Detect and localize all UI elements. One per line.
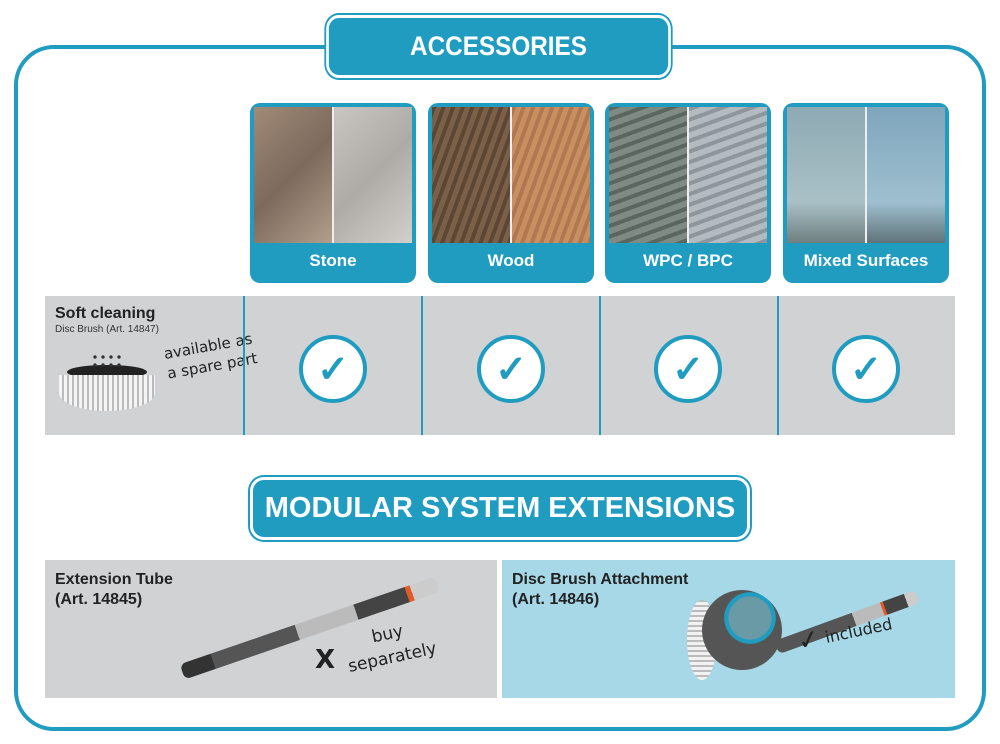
stone-image <box>254 107 412 243</box>
soft-cleaning-title: Soft cleaning <box>55 305 156 322</box>
mixed-image <box>787 107 945 243</box>
surface-label: Mixed Surfaces <box>803 251 929 270</box>
divider <box>599 296 601 435</box>
divider <box>243 296 245 435</box>
modular-title: MODULAR SYSTEM EXTENSIONS <box>250 477 750 540</box>
surface-card-mixed: Mixed Surfaces <box>783 103 949 283</box>
surface-label: Wood <box>487 251 535 270</box>
check-icon-stone: ✓ <box>299 335 367 403</box>
surface-label: Stone <box>309 251 357 270</box>
soft-cleaning-row: Soft cleaning Disc Brush (Art. 14847) av… <box>45 296 955 435</box>
surface-card-wpc: WPC / BPC <box>605 103 771 283</box>
surface-card-stone: Stone <box>250 103 416 283</box>
check-icon: ✓ <box>794 623 823 658</box>
accessories-title: ACCESSORIES <box>326 15 671 78</box>
disc-brush-panel: Disc Brush Attachment(Art. 14846) ✓ incl… <box>502 560 955 698</box>
surface-label: WPC / BPC <box>643 251 733 270</box>
divider <box>421 296 423 435</box>
surface-card-wood: Wood <box>428 103 594 283</box>
extension-tube-name: Extension Tube <box>55 571 173 588</box>
extension-tube-panel: Extension Tube(Art. 14845) X buy separat… <box>45 560 497 698</box>
check-icon-wpc: ✓ <box>654 335 722 403</box>
disc-brush-art: (Art. 14846) <box>512 591 600 608</box>
disc-brush-image <box>57 351 157 413</box>
x-icon: X <box>315 645 336 675</box>
check-icon-wood: ✓ <box>477 335 545 403</box>
disc-brush-name: Disc Brush Attachment <box>512 571 689 588</box>
wpc-image <box>609 107 767 243</box>
check-icon-mixed: ✓ <box>832 335 900 403</box>
extension-tube-art: (Art. 14845) <box>55 591 143 608</box>
wood-image <box>432 107 590 243</box>
divider <box>777 296 779 435</box>
soft-cleaning-subtitle: Disc Brush (Art. 14847) <box>55 324 159 335</box>
